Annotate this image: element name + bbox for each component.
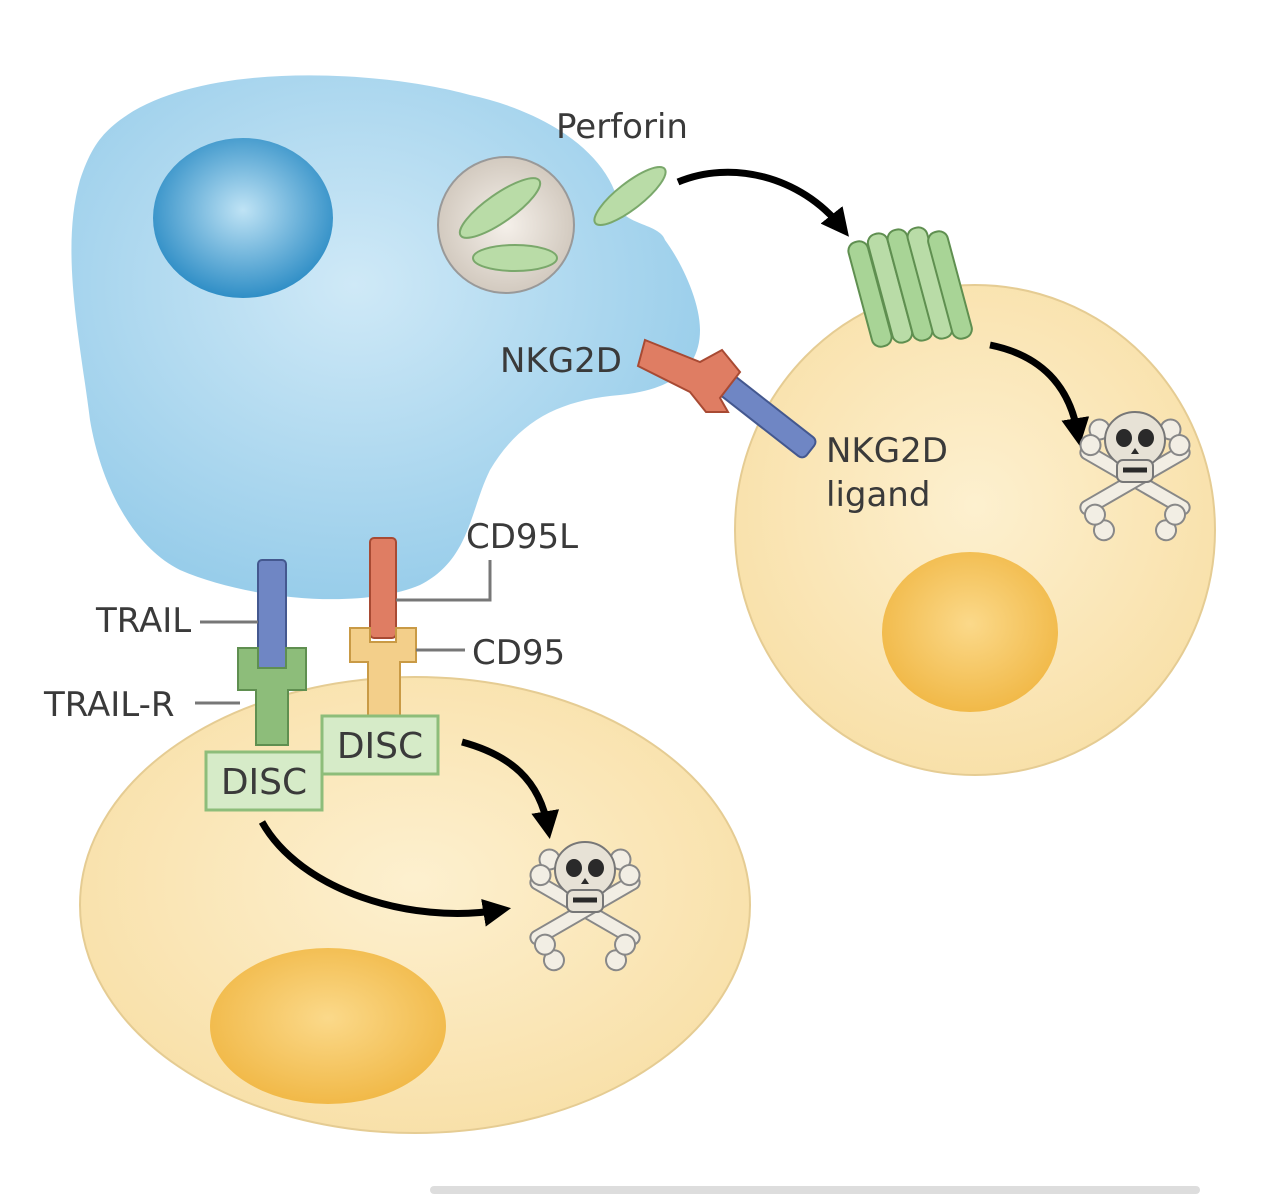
nkg2d-ligand-label-line1: NKG2D <box>826 431 948 471</box>
caption-blur <box>430 1186 1200 1194</box>
disc-label-right: DISC <box>337 726 423 767</box>
nk-cell <box>71 75 701 600</box>
cytotoxic-granule <box>437 156 575 294</box>
nk-cell-nucleus <box>153 138 333 298</box>
cd95l-molecule <box>369 537 397 639</box>
leader-cd95l <box>396 560 492 602</box>
perforin-label: Perforin <box>556 107 688 147</box>
arrow-disc-to-death-lower <box>258 820 512 927</box>
perforin-molecule <box>593 166 667 226</box>
perforin-pore <box>847 226 973 348</box>
target-cell-left-nucleus <box>210 948 446 1104</box>
nkg2d-receptor <box>636 338 742 413</box>
disc-box-left <box>204 750 324 812</box>
cd95-label: CD95 <box>472 633 565 673</box>
trail-r-receptor <box>237 647 307 746</box>
cd95-receptor <box>349 627 417 719</box>
cd95l-label: CD95L <box>466 517 578 557</box>
target-cell-right <box>734 284 1216 776</box>
disc-box-right <box>320 714 440 776</box>
arrow-disc-to-death-upper <box>461 738 560 840</box>
disc-label-left: DISC <box>221 762 307 803</box>
target-cell-right-nucleus <box>882 552 1058 712</box>
nkg2d-label: NKG2D <box>500 341 622 381</box>
arrow-pore-to-death <box>989 341 1090 447</box>
nkg2d-ligand-label-line2: ligand <box>826 475 930 515</box>
arrow-perforin-to-pore <box>676 168 849 237</box>
trail-label: TRAIL <box>95 601 191 641</box>
trail-molecule <box>257 559 287 671</box>
trail-r-label: TRAIL-R <box>43 685 175 725</box>
